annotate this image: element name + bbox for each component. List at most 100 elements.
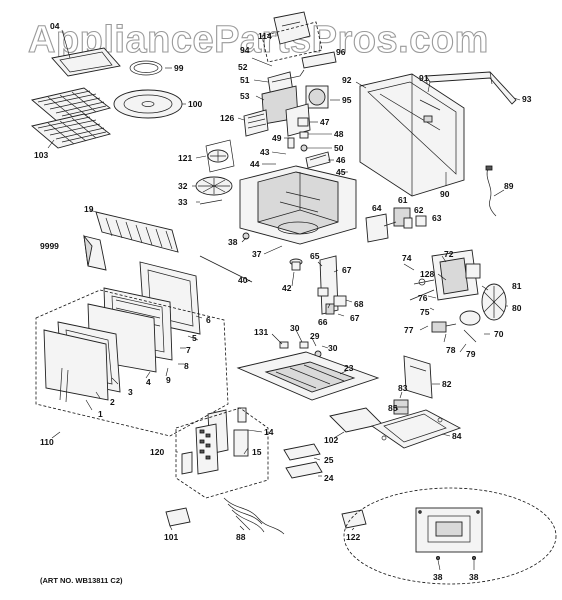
magnetron-assembly [409, 249, 481, 301]
component-47-48 [297, 117, 309, 139]
power-cord-89 [485, 165, 497, 217]
fan-blade-80 [481, 283, 507, 321]
callout: 96 [336, 47, 346, 57]
callout: 80 [512, 303, 522, 313]
callout: 29 [310, 331, 320, 341]
door-assembly [43, 261, 201, 403]
callout: 81 [512, 281, 522, 291]
callout: 122 [346, 532, 360, 542]
callout: 50 [334, 143, 344, 153]
mounting-template [415, 507, 483, 561]
callout: 100 [188, 99, 202, 109]
callout: 38 [433, 572, 443, 582]
callout: 3 [128, 387, 133, 397]
callout: 128 [420, 269, 434, 279]
roller-ring-99 [129, 60, 163, 76]
fan-motor-assembly [261, 69, 329, 137]
callout: 37 [252, 249, 262, 259]
callout: 74 [402, 253, 412, 263]
callout: 88 [236, 532, 246, 542]
light-cover-46 [305, 151, 331, 169]
mounting-kit-outline [343, 487, 557, 585]
capacitor-78 [431, 321, 457, 333]
wire-harness-88 [223, 497, 285, 535]
callout: 120 [150, 447, 164, 457]
callout: 110 [40, 437, 54, 447]
callout: 7 [186, 345, 191, 355]
callout: 84 [452, 431, 462, 441]
callout: 42 [282, 283, 292, 293]
callout: 76 [418, 293, 428, 303]
callout: 93 [522, 94, 532, 104]
callout: 63 [432, 213, 442, 223]
rod-40 [199, 255, 253, 283]
callout: 4 [146, 377, 151, 387]
callout: 121 [178, 153, 192, 163]
callout: 83 [398, 383, 408, 393]
outer-case-90 [359, 73, 465, 197]
shaft-33 [199, 199, 223, 205]
callout: 91 [419, 73, 429, 83]
callout: 72 [444, 249, 454, 259]
oven-cavity [239, 165, 357, 245]
callout: 62 [414, 205, 424, 215]
component-49-50 [287, 137, 308, 152]
callout: 47 [320, 117, 330, 127]
callout: 103 [34, 150, 48, 160]
callout: 114 [258, 31, 272, 41]
callout: 51 [240, 75, 250, 85]
leader-lines [47, 29, 521, 571]
callout: 24 [324, 473, 334, 483]
stirrer-assembly-121 [205, 139, 235, 173]
callout: 65 [310, 251, 320, 261]
control-panel-assembly [181, 407, 249, 475]
callout: 64 [372, 203, 382, 213]
callout: 49 [272, 133, 282, 143]
damper-96 [301, 51, 337, 69]
callout: 102 [324, 435, 338, 445]
transformer-group [365, 207, 427, 243]
callout: 33 [178, 197, 188, 207]
callout: 25 [324, 455, 334, 465]
callout: 67 [350, 313, 360, 323]
callout: 75 [420, 307, 430, 317]
callout-labels: 04 114 94 96 99 52 51 53 92 91 93 95 100… [34, 21, 532, 582]
callout: 94 [240, 45, 250, 55]
callout: 68 [354, 299, 364, 309]
callout: 44 [250, 159, 260, 169]
callout: 15 [252, 447, 262, 457]
callout: 89 [504, 181, 514, 191]
filter-plates-24-25 [283, 443, 323, 479]
base-plate-23 [236, 351, 380, 401]
callout: 6 [206, 315, 211, 325]
callout: 30 [328, 343, 338, 353]
callout: 8 [184, 361, 189, 371]
stirrer-fan-32 [195, 176, 233, 196]
callout: 48 [334, 129, 344, 139]
vent-outline-94 [261, 21, 323, 63]
door-kit-outline-110 [35, 289, 229, 437]
callout: 30 [290, 323, 300, 333]
callout: 95 [342, 95, 352, 105]
vent-grille-19 [95, 211, 179, 253]
callout: 38 [228, 237, 238, 247]
callout: 79 [466, 349, 476, 359]
callout: 61 [398, 195, 408, 205]
callout: 45 [336, 167, 346, 177]
callout: 131 [254, 327, 268, 337]
callout: 99 [174, 63, 184, 73]
callout: 9999 [40, 241, 59, 251]
filter-102 [329, 407, 383, 433]
callout: 2 [110, 397, 115, 407]
callout: 23 [344, 363, 354, 373]
callout: 43 [260, 147, 270, 157]
callout: 40 [238, 275, 248, 285]
callout: 78 [446, 345, 456, 355]
callout: 1 [98, 409, 103, 419]
charcoal-filter-101 [165, 507, 191, 527]
callout: 82 [442, 379, 452, 389]
callout: 77 [404, 325, 414, 335]
instruction-sheet-9999 [83, 234, 107, 271]
callout: 67 [342, 265, 352, 275]
